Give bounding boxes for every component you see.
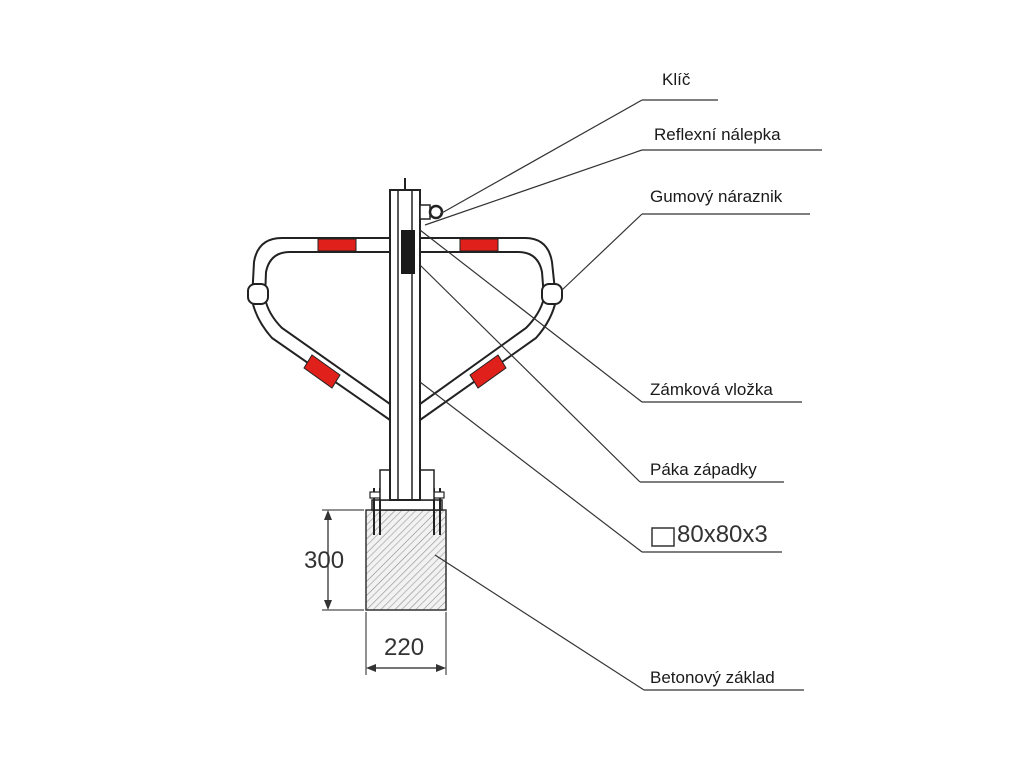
label-concrete-base: Betonový základ [650,668,775,687]
stripe-lower-right [469,354,507,389]
width-dimension: 220 [365,612,447,675]
label-rubber-bumper: Gumový náraznik [650,187,783,206]
label-latch-lever: Páka západky [650,460,757,479]
stripe-top-right [459,238,499,252]
stripe-lower-left [303,354,341,389]
key-icon [428,204,444,220]
height-dimension: 300 [304,509,364,611]
label-reflective-sticker: Reflexní nálepka [654,125,781,144]
leader-lines [419,99,822,691]
square-profile-icon [651,527,675,547]
label-lock-cylinder: Zámková vložka [650,380,773,399]
rubber-bumpers [247,283,563,305]
stripe-top-left [317,238,357,252]
dimension-width: 220 [384,634,424,661]
main-post [389,178,444,501]
label-post-profile: 80x80x3 [677,521,768,548]
dimension-height: 300 [304,547,344,574]
loop-bar [250,237,558,421]
reflective-stripes [303,238,507,389]
label-key: Klíč [662,70,691,89]
